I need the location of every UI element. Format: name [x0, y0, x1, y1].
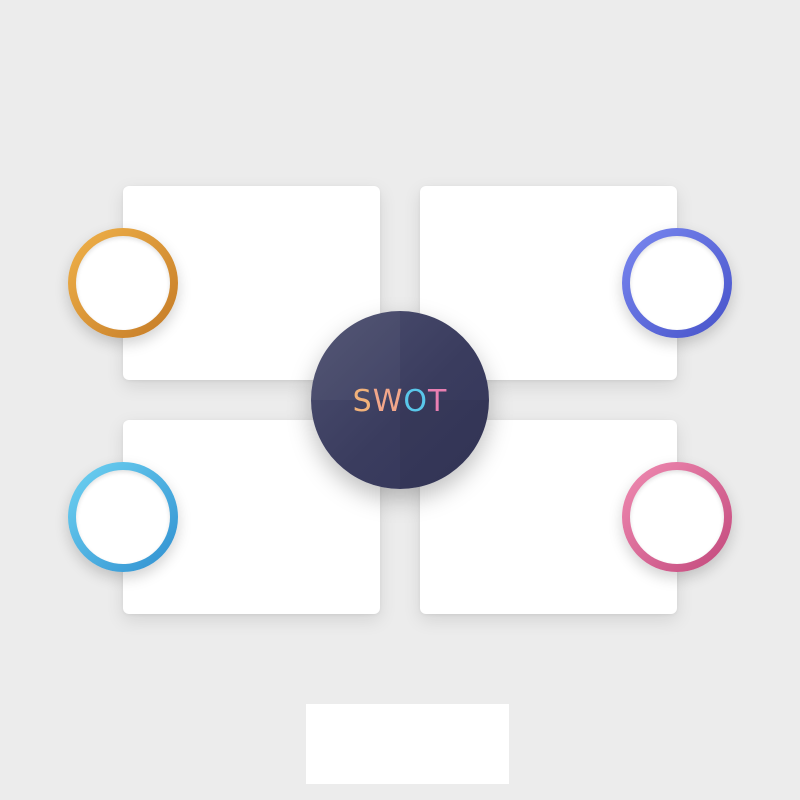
swot-letter-o: O: [403, 383, 428, 419]
swot-letter-w: W: [372, 383, 404, 419]
swot-center-circle: SWOT: [311, 311, 489, 489]
strengths-ring-inner: [76, 236, 170, 330]
swot-letter-t: T: [428, 383, 448, 419]
weaknesses-ring-inner: [630, 236, 724, 330]
opportunities-ring-inner: [76, 470, 170, 564]
threats-ring: [622, 462, 732, 572]
weaknesses-ring: [622, 228, 732, 338]
swot-letter-s: S: [352, 383, 373, 419]
opportunities-ring: [68, 462, 178, 572]
strengths-ring: [68, 228, 178, 338]
caption-box: [306, 704, 509, 784]
threats-ring-inner: [630, 470, 724, 564]
swot-title: SWOT: [353, 384, 448, 419]
